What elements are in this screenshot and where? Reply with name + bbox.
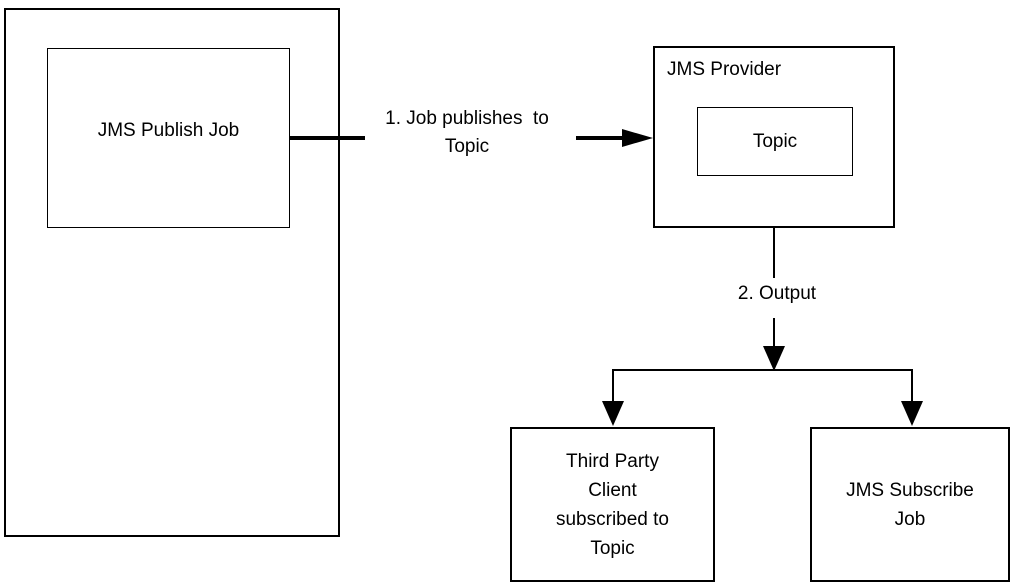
jms-subscribe-job-label: JMS Subscribe Job — [846, 479, 974, 530]
branch-line-right — [911, 369, 913, 402]
arrowhead-down-left-icon — [602, 401, 624, 426]
jms-publish-job-label: JMS Publish Job — [97, 120, 240, 141]
third-party-client-label: Third Party Client subscribed to Topic — [555, 450, 669, 559]
topic-label: Topic — [752, 130, 798, 152]
publish-edge-line-right — [576, 136, 622, 140]
jms-subscribe-job-box: JMS Subscribe Job — [810, 427, 1010, 582]
third-party-client-box: Third Party Client subscribed to Topic — [510, 427, 715, 582]
branch-line-left — [612, 369, 614, 402]
topic-box: Topic — [697, 107, 853, 176]
arrowhead-down-center-icon — [763, 346, 785, 371]
output-edge-label: 2. Output — [737, 283, 817, 304]
arrowhead-right-icon — [622, 129, 653, 147]
publish-edge-line-left — [289, 136, 365, 140]
output-edge-line-upper — [773, 228, 775, 278]
publish-edge-label: 1. Job publishes to Topic — [385, 108, 549, 157]
arrowhead-down-right-icon — [901, 401, 923, 426]
output-edge-line-lower — [773, 318, 775, 346]
jms-publish-job-box: JMS Publish Job — [47, 48, 290, 228]
jms-provider-label: JMS Provider — [667, 59, 782, 80]
branch-horizontal-line — [612, 369, 913, 371]
